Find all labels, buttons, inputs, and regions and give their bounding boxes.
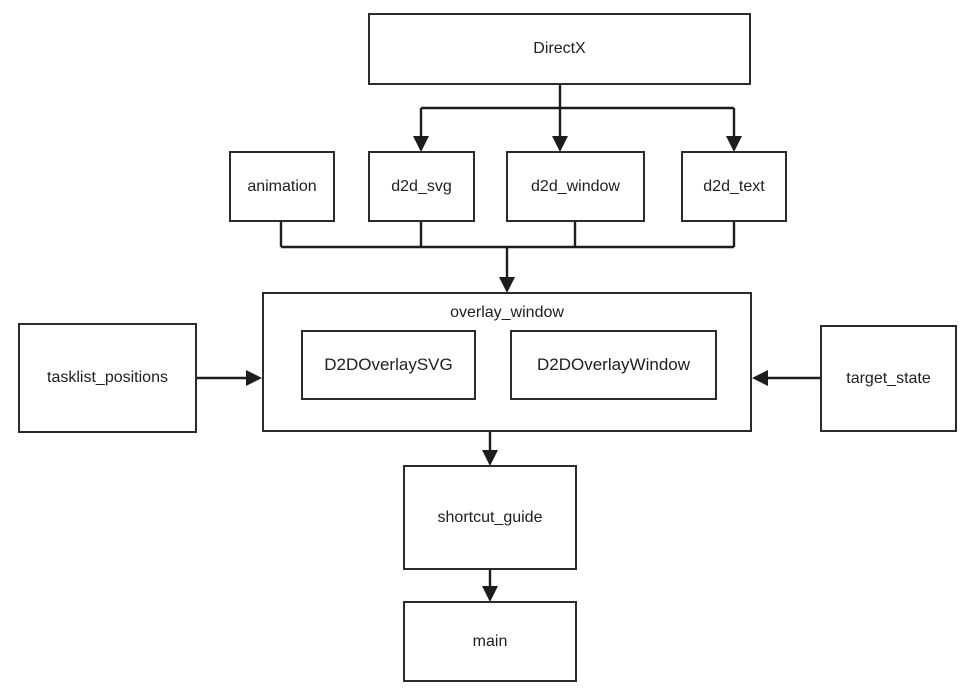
node-animation[interactable]: animation: [229, 151, 335, 222]
arrowhead-overlay_window-top: [499, 277, 515, 293]
node-target-state-label: target_state: [846, 369, 931, 387]
node-d2d-text-label: d2d_text: [703, 177, 765, 195]
node-target-state[interactable]: target_state: [820, 325, 957, 432]
node-d2doverlaywindow-label: D2DOverlayWindow: [536, 355, 691, 374]
arrowhead-d2d_svg: [413, 136, 429, 152]
node-d2d-svg-label: d2d_svg: [391, 177, 452, 195]
node-d2d-window[interactable]: d2d_window: [506, 151, 645, 222]
node-d2d-window-label: d2d_window: [531, 177, 620, 195]
node-shortcut-guide[interactable]: shortcut_guide: [403, 465, 577, 570]
group-overlay-window-title: overlay_window: [450, 304, 564, 321]
node-d2d-svg[interactable]: d2d_svg: [368, 151, 475, 222]
node-directx-label: DirectX: [533, 40, 586, 58]
node-tasklist-positions-label: tasklist_positions: [47, 369, 168, 387]
arrowhead-d2d_window: [552, 136, 568, 152]
node-animation-label: animation: [247, 177, 317, 195]
node-shortcut-guide-label: shortcut_guide: [437, 508, 543, 526]
arrowhead-overlay_window-right: [752, 370, 768, 386]
node-d2doverlaysvg-label: D2DOverlaySVG: [324, 355, 453, 374]
arrowhead-main: [482, 586, 498, 602]
node-tasklist-positions[interactable]: tasklist_positions: [18, 323, 197, 433]
node-directx[interactable]: DirectX: [368, 13, 751, 85]
group-overlay-window[interactable]: overlay_window D2DOverlaySVG D2DOverlayW…: [262, 292, 752, 432]
node-d2doverlaysvg[interactable]: D2DOverlaySVG: [301, 330, 476, 400]
arrowhead-shortcut_guide: [482, 450, 498, 466]
node-main[interactable]: main: [403, 601, 577, 682]
node-d2d-text[interactable]: d2d_text: [681, 151, 787, 222]
arrowhead-overlay_window-left: [246, 370, 262, 386]
node-d2doverlaywindow[interactable]: D2DOverlayWindow: [510, 330, 717, 400]
arrowhead-d2d_text: [726, 136, 742, 152]
node-main-label: main: [472, 632, 508, 650]
